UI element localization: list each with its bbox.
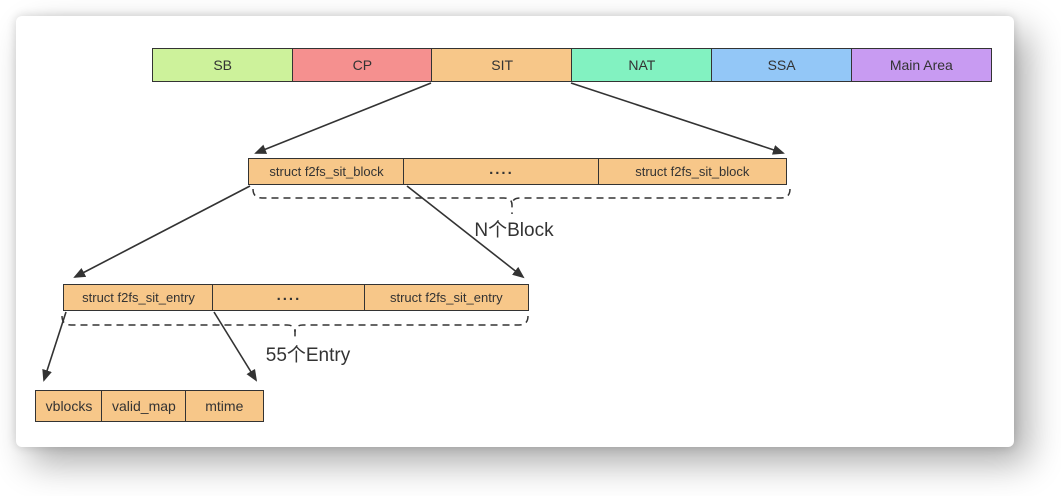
- ellipsis-text: ....: [276, 287, 302, 304]
- segment-nat: NAT: [571, 48, 713, 82]
- block-count-label: N个Block: [474, 220, 554, 241]
- sit-block-cell-first: struct f2fs_sit_block: [248, 158, 405, 185]
- vblocks-cell: vblocks: [35, 390, 103, 422]
- sit-block-cell-last: struct f2fs_sit_block: [597, 158, 787, 185]
- valid-map-cell: valid_map: [101, 390, 187, 422]
- sit-entry-cell-last: struct f2fs_sit_entry: [363, 284, 529, 311]
- ellipsis-text: ....: [489, 161, 514, 178]
- sit-entry-row: struct f2fs_sit_entry .... struct f2fs_s…: [63, 284, 532, 311]
- sit-entry-cell-first: struct f2fs_sit_entry: [63, 284, 214, 311]
- segment-main-area: Main Area: [850, 48, 992, 82]
- entry-fields-row: vblocks valid_map mtime: [35, 390, 267, 422]
- segment-cp: CP: [291, 48, 434, 82]
- sit-block-row: struct f2fs_sit_block .... struct f2fs_s…: [248, 158, 790, 185]
- sit-block-ellipsis-cell: ....: [403, 158, 600, 185]
- fs-layout-row: SB CP SIT NAT SSA Main Area: [152, 48, 992, 82]
- sit-entry-ellipsis-cell: ....: [212, 284, 366, 311]
- segment-sb: SB: [152, 48, 294, 82]
- entry-count-label: 55个Entry: [265, 345, 351, 366]
- segment-ssa: SSA: [710, 48, 853, 82]
- mtime-cell: mtime: [184, 390, 264, 422]
- segment-sit: SIT: [431, 48, 573, 82]
